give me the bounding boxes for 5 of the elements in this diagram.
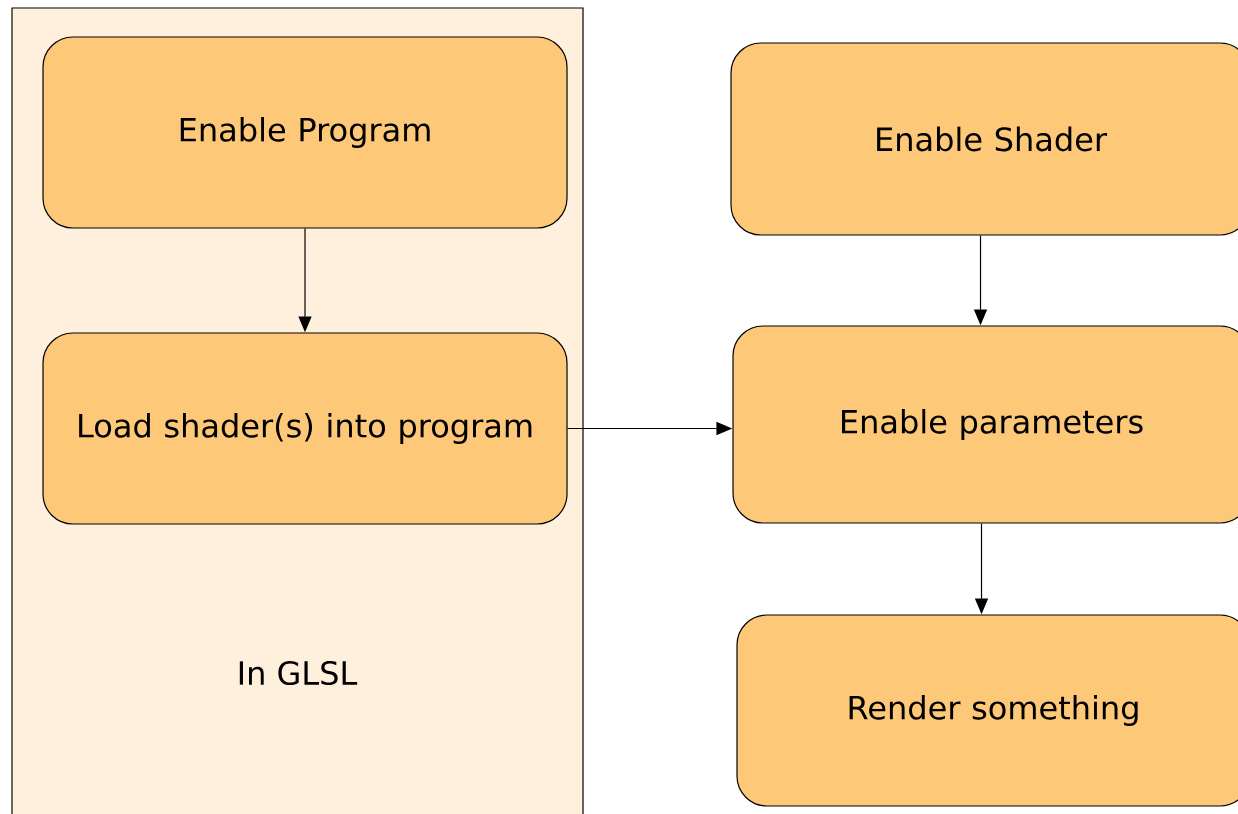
process-box: Enable Program bbox=[42, 36, 568, 229]
process-box: Render something bbox=[736, 614, 1238, 807]
process-box: Enable parameters bbox=[732, 325, 1238, 524]
process-box: Load shader(s) into program bbox=[42, 332, 568, 525]
process-box: Enable Shader bbox=[730, 42, 1238, 236]
